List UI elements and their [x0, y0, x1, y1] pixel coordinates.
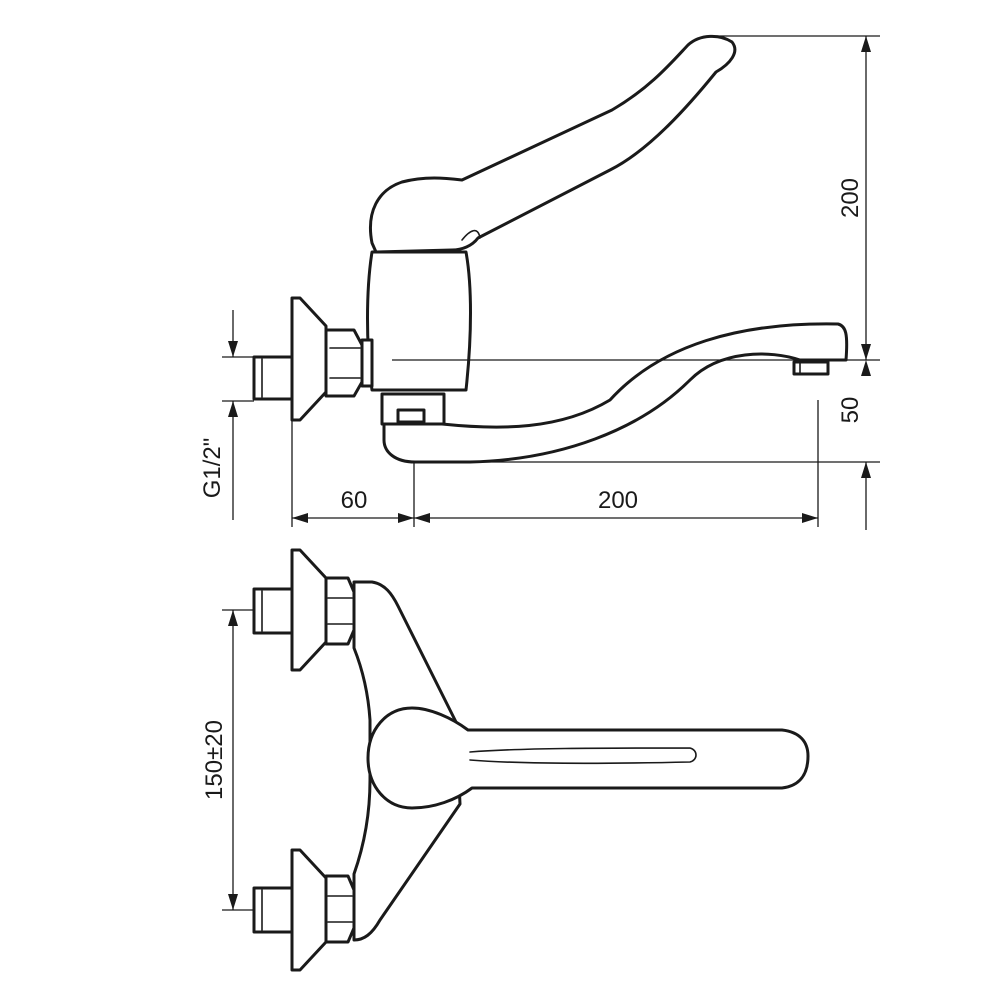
reach-label: 200: [598, 487, 638, 514]
lower-flange: [290, 848, 328, 972]
mixer-body: [366, 250, 472, 392]
lower-inlet: [252, 886, 294, 934]
spacing-dimension: 150±20: [201, 609, 254, 911]
horizontal-dimensions: 60 200: [291, 400, 819, 527]
side-view: 200 50 G1/2": [199, 34, 880, 530]
drop-dimension: 50: [414, 360, 880, 530]
offset-label: 60: [341, 487, 368, 514]
wall-flange: [290, 296, 328, 422]
upper-flange: [290, 548, 328, 672]
lever-pivot: [461, 229, 481, 241]
hex-nut: [324, 328, 364, 398]
inlet-stub: [252, 355, 294, 401]
height-label: 200: [837, 178, 864, 218]
lower-nut: [324, 874, 356, 944]
handle-slot: [469, 747, 697, 765]
thread-label: G1/2": [199, 438, 226, 499]
drop-label: 50: [837, 397, 864, 424]
lever-handle: [369, 34, 737, 254]
aerator: [792, 360, 830, 376]
height-dimension: 200: [392, 35, 880, 361]
lever-handle-top: [366, 706, 810, 810]
top-view: 150±20: [201, 548, 810, 972]
upper-nut: [324, 576, 356, 646]
upper-inlet: [252, 587, 294, 635]
spacing-label: 150±20: [201, 720, 228, 800]
thread-dimension: G1/2": [199, 310, 254, 520]
